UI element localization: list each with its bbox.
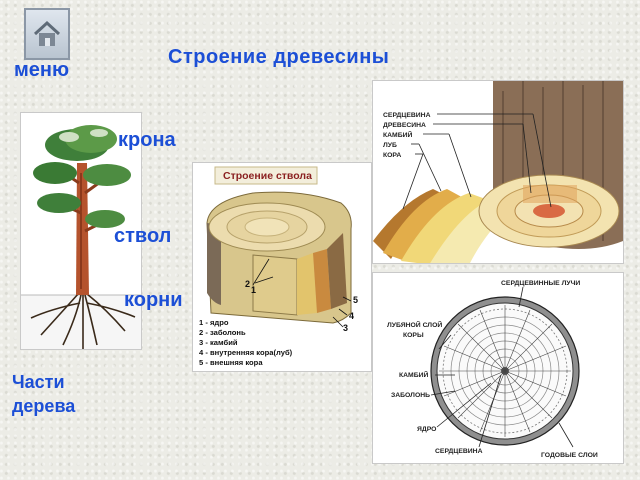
trunk-num-5: 5 — [353, 295, 358, 305]
cross-label-rings: ГОДОВЫЕ СЛОИ — [541, 452, 598, 459]
wood-label-cambium: КАМБИЙ — [383, 130, 412, 139]
trunk-num-4: 4 — [349, 311, 354, 321]
tree-parts-label: Части дерева — [12, 372, 76, 416]
cross-label-pith: СЕРДЦЕВИНА — [435, 448, 483, 455]
cross-label-rays: СЕРДЦЕВИННЫЕ ЛУЧИ — [501, 280, 580, 287]
trunk-legend-2: 2 - заболонь — [199, 328, 246, 337]
trunk-legend-1: 1 - ядро — [199, 318, 229, 327]
roots-label: корни — [124, 289, 183, 311]
home-button[interactable] — [24, 8, 70, 60]
wood-label-wood: ДРЕВЕСИНА — [383, 122, 426, 129]
trunk-legend-4: 4 - внутренняя кора(луб) — [199, 348, 293, 357]
cross-label-bast-1: ЛУБЯНОЙ СЛОЙ — [387, 320, 442, 329]
trunk-heading: Строение ствола — [223, 170, 312, 182]
crown-label: крона — [118, 129, 176, 151]
menu-link[interactable]: меню — [14, 59, 70, 81]
wood-label-bark: КОРА — [383, 152, 401, 159]
cross-label-bast-2: КОРЫ — [403, 332, 424, 339]
trunk-structure-image: Строение ствола 1 2 5 4 3 1 - ядро 2 - з… — [192, 162, 372, 372]
cross-label-cambium: КАМБИЙ — [399, 370, 428, 379]
home-icon — [33, 20, 61, 46]
wood-layers-image: СЕРДЦЕВИНА ДРЕВЕСИНА КАМБИЙ ЛУБ КОРА — [372, 80, 624, 264]
trunk-num-1: 1 — [251, 285, 256, 295]
trunk-legend-5: 5 - внешняя кора — [199, 358, 263, 367]
trunk-legend-3: 3 - камбий — [199, 338, 238, 347]
wood-label-bast: ЛУБ — [383, 142, 397, 149]
trunk-label: ствол — [114, 225, 172, 247]
cross-label-core: ЯДРО — [417, 426, 436, 433]
tree-image — [20, 112, 142, 350]
wood-label-pith: СЕРДЦЕВИНА — [383, 112, 431, 119]
trunk-num-3: 3 — [343, 323, 348, 333]
cross-section-image: СЕРДЦЕВИННЫЕ ЛУЧИ ЛУБЯНОЙ СЛОЙ КОРЫ КАМБ… — [372, 272, 624, 464]
trunk-num-2: 2 — [245, 279, 250, 289]
cross-label-sapwood: ЗАБОЛОНЬ — [391, 392, 430, 399]
page-title: Строение древесины — [168, 46, 390, 68]
